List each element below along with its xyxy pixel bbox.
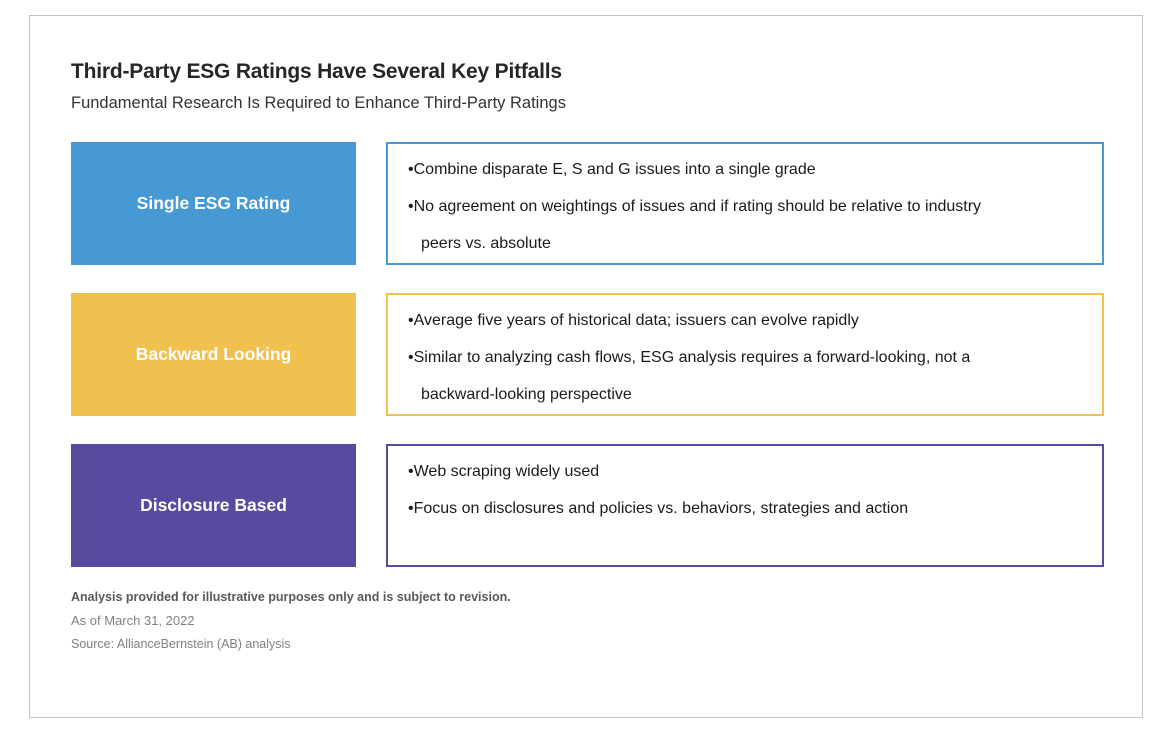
- bullet-item: Average five years of historical data; i…: [408, 302, 1082, 339]
- details-box-disclosure-based: Web scraping widely used Focus on disclo…: [386, 444, 1104, 567]
- bullet-item: No agreement on weightings of issues and…: [408, 188, 1082, 262]
- footnote-as-of-date: As of March 31, 2022: [71, 613, 195, 628]
- category-label: Single ESG Rating: [136, 193, 291, 213]
- figure-card: Third-Party ESG Ratings Have Several Key…: [29, 15, 1143, 718]
- details-box-single-esg-rating: Combine disparate E, S and G issues into…: [386, 142, 1104, 265]
- row-disclosure-based: Disclosure Based Web scraping widely use…: [71, 444, 1104, 567]
- page-subtitle: Fundamental Research Is Required to Enha…: [71, 94, 566, 112]
- bullet-list: Combine disparate E, S and G issues into…: [408, 151, 1082, 262]
- bullet-item: Web scraping widely used: [408, 453, 1082, 490]
- category-label: Disclosure Based: [140, 495, 287, 515]
- footnote-source: Source: AllianceBernstein (AB) analysis: [71, 637, 291, 651]
- bullet-list: Web scraping widely used Focus on disclo…: [408, 453, 1082, 527]
- pitfall-rows: Single ESG Rating Combine disparate E, S…: [71, 142, 1104, 595]
- page-title: Third-Party ESG Ratings Have Several Key…: [71, 60, 562, 83]
- category-box-disclosure-based: Disclosure Based: [71, 444, 356, 567]
- row-backward-looking: Backward Looking Average five years of h…: [71, 293, 1104, 416]
- category-box-backward-looking: Backward Looking: [71, 293, 356, 416]
- bullet-item: Similar to analyzing cash flows, ESG ana…: [408, 339, 1082, 413]
- category-label: Backward Looking: [135, 344, 292, 364]
- footnote-disclaimer: Analysis provided for illustrative purpo…: [71, 590, 511, 604]
- details-box-backward-looking: Average five years of historical data; i…: [386, 293, 1104, 416]
- bullet-item: Focus on disclosures and policies vs. be…: [408, 490, 1082, 527]
- bullet-item: Combine disparate E, S and G issues into…: [408, 151, 1082, 188]
- bullet-list: Average five years of historical data; i…: [408, 302, 1082, 413]
- row-single-esg-rating: Single ESG Rating Combine disparate E, S…: [71, 142, 1104, 265]
- category-box-single-esg-rating: Single ESG Rating: [71, 142, 356, 265]
